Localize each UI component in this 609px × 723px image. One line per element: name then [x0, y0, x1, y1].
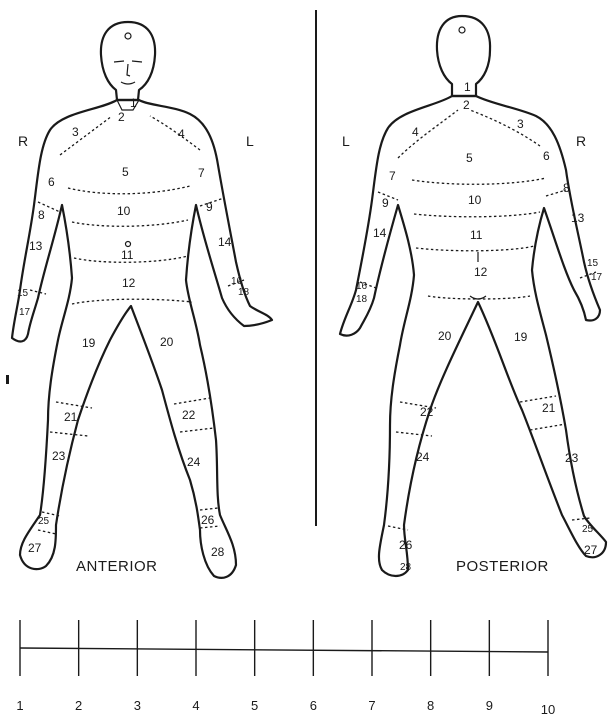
posterior-side-right: R	[576, 133, 586, 149]
scale-labels: 1 2 3 4 5 6 7 8 9 10	[16, 698, 555, 717]
posterior-region-26: 26	[399, 538, 413, 552]
posterior-region-18: 18	[356, 294, 368, 305]
posterior-region-20: 20	[438, 329, 452, 343]
anterior-region-13: 13	[29, 239, 43, 253]
anterior-navel-marker	[126, 242, 131, 247]
posterior-region-21: 21	[542, 401, 556, 415]
anterior-side-left: R	[18, 133, 28, 149]
anterior-region-22: 22	[182, 408, 196, 422]
anterior-region-23: 23	[52, 449, 66, 463]
posterior-head-marker	[459, 27, 465, 33]
anterior-region-28: 28	[211, 545, 225, 559]
posterior-region-7: 7	[389, 169, 396, 183]
scale-label-6: 6	[310, 698, 317, 713]
posterior-region-1: 1	[464, 80, 471, 94]
scale-label-3: 3	[134, 698, 141, 713]
posterior-region-10: 10	[468, 193, 482, 207]
anterior-caption: ANTERIOR	[76, 558, 158, 575]
posterior-region-labels: 1 2 3 4 5 6 7 8 9 10 11 12 13 14 15 16 1…	[356, 80, 603, 573]
anterior-body-outline	[12, 100, 272, 578]
posterior-region-23: 23	[565, 451, 579, 465]
posterior-region-17: 17	[591, 272, 603, 283]
posterior-caption: POSTERIOR	[456, 558, 549, 575]
scale-line	[20, 648, 548, 652]
anterior-region-24: 24	[187, 455, 201, 469]
anterior-region-3: 3	[72, 125, 79, 139]
posterior-region-6: 6	[543, 149, 550, 163]
anterior-region-16: 16	[231, 276, 243, 287]
anterior-head-marker	[125, 33, 131, 39]
anterior-region-18: 18	[238, 287, 250, 298]
posterior-region-11: 11	[470, 228, 483, 242]
scale-label-5: 5	[251, 698, 258, 713]
anterior-region-6: 6	[48, 175, 55, 189]
posterior-region-19: 19	[514, 330, 528, 344]
pain-scale: 1 2 3 4 5 6 7 8 9 10	[16, 620, 555, 717]
anterior-region-27: 27	[28, 541, 42, 555]
scale-label-8: 8	[427, 698, 434, 713]
anterior-region-25: 25	[38, 516, 50, 527]
scale-label-1: 1	[16, 698, 23, 713]
anterior-region-12: 12	[122, 276, 136, 290]
anterior-region-2: 2	[118, 110, 125, 124]
anterior-region-4: 4	[178, 127, 185, 141]
posterior-region-8: 8	[563, 181, 570, 195]
posterior-region-9: 9	[382, 196, 389, 210]
posterior-region-2: 2	[463, 98, 470, 112]
anterior-region-19: 19	[82, 336, 96, 350]
posterior-region-3: 3	[517, 117, 524, 131]
posterior-body-outline	[340, 96, 606, 576]
posterior-region-16: 16	[356, 281, 368, 292]
anterior-region-10: 10	[117, 204, 131, 218]
anterior-figure	[12, 22, 272, 578]
posterior-figure	[340, 16, 606, 576]
posterior-region-15: 15	[587, 258, 599, 269]
anterior-region-15: 15	[17, 288, 29, 299]
posterior-region-12: 12	[474, 265, 488, 279]
scale-label-2: 2	[75, 698, 82, 713]
scale-label-4: 4	[192, 698, 199, 713]
posterior-region-4: 4	[412, 125, 419, 139]
scale-label-10: 10	[541, 702, 555, 717]
posterior-region-5: 5	[466, 151, 473, 165]
posterior-region-22: 22	[420, 405, 434, 419]
posterior-region-28: 28	[400, 562, 412, 573]
anterior-region-14: 14	[218, 235, 232, 249]
posterior-region-13: 13	[571, 211, 585, 225]
anterior-region-7: 7	[198, 166, 205, 180]
anterior-side-right: L	[246, 133, 254, 149]
anterior-region-11: 11	[121, 248, 134, 262]
anterior-face	[114, 61, 142, 84]
posterior-region-14: 14	[373, 226, 387, 240]
posterior-side-left: L	[342, 133, 350, 149]
anterior-region-20: 20	[160, 335, 174, 349]
posterior-region-27: 27	[584, 543, 598, 557]
posterior-region-25: 25	[582, 524, 594, 535]
anterior-region-17: 17	[19, 307, 31, 318]
scale-label-9: 9	[486, 698, 493, 713]
anterior-region-1: 1	[130, 96, 137, 110]
posterior-region-24: 24	[416, 450, 430, 464]
anterior-region-8: 8	[38, 208, 45, 222]
anterior-region-26: 26	[201, 513, 215, 527]
anterior-region-9: 9	[206, 200, 213, 214]
anterior-region-21: 21	[64, 410, 78, 424]
margin-mark	[6, 375, 9, 384]
anterior-region-5: 5	[122, 165, 129, 179]
scale-label-7: 7	[368, 698, 375, 713]
anterior-region-labels: 1 2 3 4 5 6 7 8 9 10 11 12 13 14 15 16 1…	[17, 96, 250, 559]
anterior-head-outline	[101, 22, 155, 100]
